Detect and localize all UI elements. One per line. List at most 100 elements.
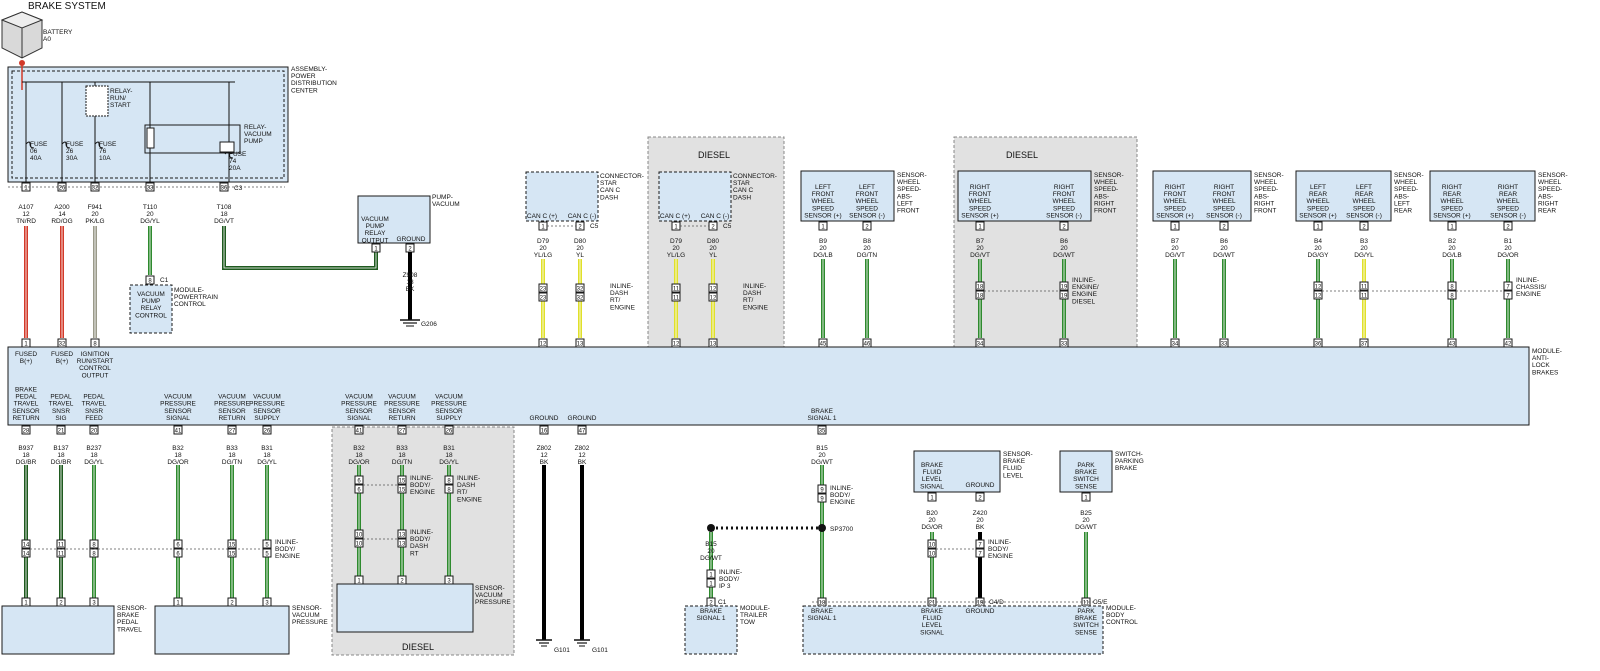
- abs-cell: SIGNAL: [166, 415, 190, 422]
- sensor-pin: [818, 221, 828, 231]
- parking-brake-switch: [1059, 450, 1113, 493]
- bcm-pin-label: 19: [977, 601, 984, 607]
- inline-pin-label: 1: [709, 582, 713, 588]
- sensor-pin-label: 2: [1506, 225, 1510, 231]
- wire-label: Z908: [403, 272, 418, 279]
- abs-pin-label: 21: [58, 429, 65, 435]
- wire-label: 18: [220, 211, 228, 218]
- sensor-pin: [1447, 221, 1457, 231]
- fuse-label: 10A: [99, 155, 111, 162]
- wire-label: B32: [353, 445, 365, 452]
- inline-pin: [397, 475, 407, 485]
- inline-pin: [1359, 281, 1369, 291]
- pump-pin: [371, 243, 381, 253]
- wire-label: 18: [228, 452, 236, 459]
- abs-pin-label: 37: [1361, 342, 1368, 348]
- sensor-cell: SPEED: [1441, 205, 1463, 212]
- sensor-cell: SENSOR (-): [1490, 212, 1526, 219]
- sensor-pin-label: 1: [1173, 225, 1177, 231]
- wire-label: TN/RD: [16, 218, 36, 225]
- abs-cell: RUN/START: [77, 358, 114, 365]
- sensor-cell: WHEEL: [968, 198, 992, 205]
- sensor-cell: LEFT: [1310, 184, 1326, 191]
- ground-label: G101: [554, 647, 570, 654]
- sensor-cell: WHEEL: [1306, 198, 1330, 205]
- inline-pin-label: 6: [357, 479, 361, 485]
- sensor-label: SENSOR-: [1254, 172, 1284, 179]
- bcm-cell: SIGNAL 1: [807, 615, 836, 622]
- bcm-cell: SWITCH: [1073, 622, 1099, 629]
- sensor-cell: SENSOR (-): [1046, 212, 1082, 219]
- ground-label: G101: [592, 647, 608, 654]
- sensor-label: SENSOR-: [475, 585, 505, 592]
- inline-label: CHASSIS/: [1516, 284, 1547, 291]
- bcm-conn-label: C5/E: [1093, 599, 1108, 606]
- sensor-label: ABS-: [1094, 193, 1109, 200]
- wire-label: T110: [143, 204, 158, 211]
- inline-pin-label: 6: [176, 543, 180, 549]
- wire-label: YL: [709, 252, 717, 259]
- inline-pin-label: 10: [356, 533, 363, 539]
- inline-pin: [397, 529, 407, 539]
- abs-pin: [227, 425, 237, 435]
- wire-label: 14: [58, 211, 66, 218]
- abs-cell: SNSR: [85, 408, 103, 415]
- fuse-icon: [61, 141, 71, 149]
- inline-pin: [708, 292, 718, 302]
- wire-label: 20: [976, 517, 984, 524]
- abs-pin-label: 43: [1449, 342, 1456, 348]
- inline-pin-label: 12: [1315, 285, 1322, 291]
- fuse-label: 76: [99, 148, 107, 155]
- sensor-label: FLUID: [1003, 465, 1022, 472]
- wire-label: PK/LG: [85, 218, 104, 225]
- sensor-pin-label: 2: [865, 225, 869, 231]
- abs-cell: B(+): [20, 358, 32, 365]
- sensor-pin: [1219, 221, 1229, 231]
- sensor-label: FRONT: [1254, 208, 1276, 215]
- sensor-cell: LEFT: [815, 184, 831, 191]
- abs-module-label: MODULE-: [1532, 348, 1562, 355]
- abs-cell: SIG: [55, 415, 66, 422]
- inline-pin: [708, 283, 718, 293]
- inline-pin-label: 23: [540, 287, 547, 293]
- abs-module-label: LOCK: [1532, 362, 1550, 369]
- switch-cell: SENSE: [1075, 483, 1098, 490]
- inline-pin: [173, 548, 183, 558]
- wire-label: DG/OR: [921, 524, 943, 531]
- wire-label: 18: [90, 452, 98, 459]
- abs-cell: PRESSURE: [249, 401, 285, 408]
- abs-cell: SUPPLY: [254, 415, 280, 422]
- star-pin-label: 2: [711, 225, 715, 231]
- inline-pin: [975, 281, 985, 291]
- pdc-pin-label: 1: [24, 186, 28, 192]
- sensor-label: SENSOR-: [1003, 451, 1033, 458]
- wire-label: 20: [976, 245, 984, 252]
- bcm-pin-label: 21: [929, 601, 936, 607]
- wire-label: 20: [539, 245, 547, 252]
- inline-pin: [975, 548, 985, 558]
- inline-pin: [89, 539, 99, 549]
- sensor-pin-label: 1: [176, 601, 180, 607]
- sensor-cell: SENSOR (+): [1299, 212, 1336, 219]
- trailer-conn-label: C1: [718, 599, 727, 606]
- sensor-pin-label: 2: [1222, 225, 1226, 231]
- star-pin-label: CAN C (-): [568, 213, 597, 220]
- sensor-label: SENSOR-: [897, 172, 927, 179]
- star-label: DASH: [733, 194, 751, 201]
- pump-text: OUTPUT: [362, 237, 389, 244]
- wire-label: F941: [88, 204, 103, 211]
- pump-pin-label: 2: [408, 247, 412, 253]
- fuse-label: 40A: [30, 155, 42, 162]
- abs-pin-label: 26: [264, 429, 271, 435]
- inline-pin-label: 1: [709, 573, 713, 579]
- pdc-connector-label: C3: [234, 185, 243, 192]
- relay-run-label: RELAY-: [110, 88, 132, 95]
- pdc-pin-label: 26: [59, 186, 66, 192]
- relay-coil-icon: [146, 127, 155, 149]
- pdc-label: POWER: [291, 73, 316, 80]
- abs-pin-label: 20: [91, 429, 98, 435]
- sensor-label: WHEEL: [1394, 179, 1418, 186]
- inline-pin: [227, 548, 237, 558]
- sensor-cell: SPEED: [1213, 205, 1235, 212]
- abs-pin: [90, 338, 100, 348]
